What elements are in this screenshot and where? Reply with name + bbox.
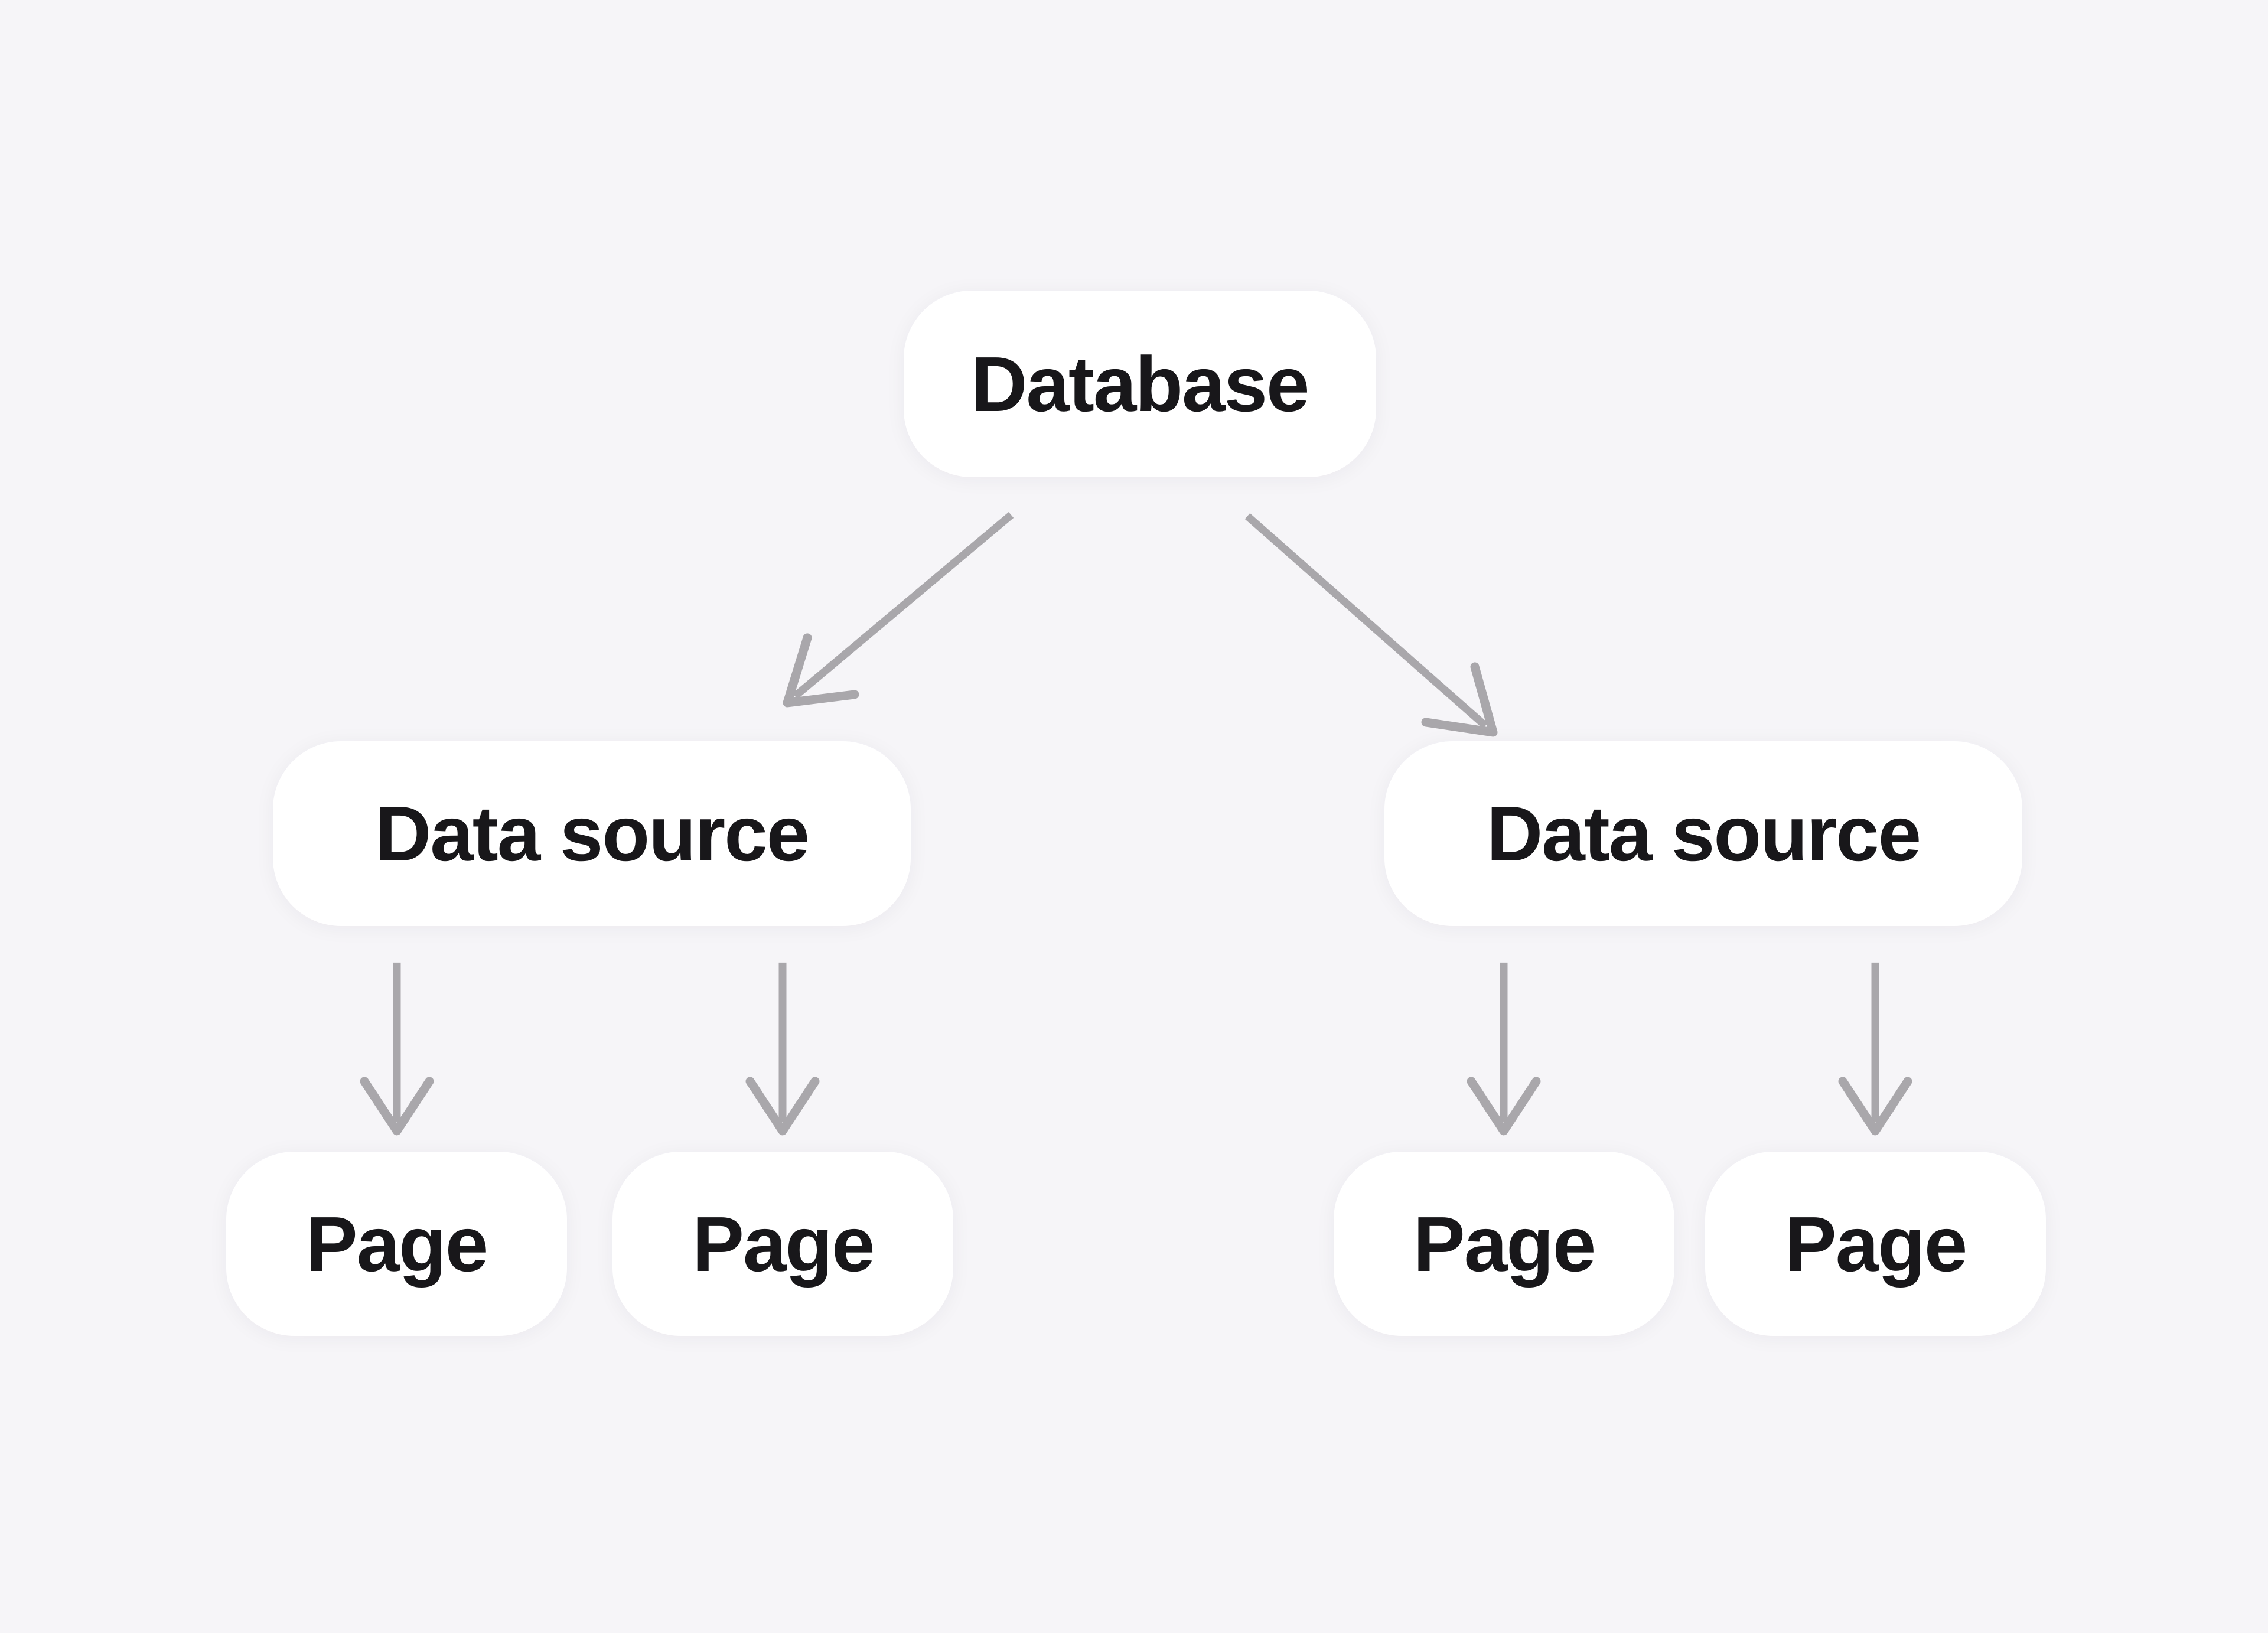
- node-page-3: Page: [1333, 1151, 1675, 1336]
- node-page-4-label: Page: [1784, 1200, 1968, 1288]
- arrow-data-source-right-to-page-3: [1467, 962, 1541, 1136]
- node-page-4: Page: [1705, 1151, 2047, 1336]
- arrow-database-to-data-source-right: [1244, 513, 1498, 737]
- arrow-data-source-left-to-page-2: [745, 962, 820, 1136]
- node-page-2: Page: [612, 1151, 954, 1336]
- node-database-label: Database: [971, 340, 1309, 428]
- node-page-1-label: Page: [305, 1200, 489, 1288]
- node-page-3-label: Page: [1413, 1200, 1596, 1288]
- node-data-source-right-label: Data source: [1486, 790, 1921, 878]
- node-data-source-right: Data source: [1384, 741, 2023, 926]
- arrow-data-source-right-to-page-4: [1838, 962, 1912, 1136]
- arrow-database-to-data-source-left: [783, 511, 1014, 708]
- node-data-source-left-label: Data source: [374, 790, 810, 878]
- node-database: Database: [903, 290, 1376, 477]
- arrow-data-source-left-to-page-1: [360, 962, 434, 1136]
- node-page-2-label: Page: [692, 1200, 875, 1288]
- node-page-1: Page: [226, 1151, 567, 1336]
- node-data-source-left: Data source: [272, 741, 911, 926]
